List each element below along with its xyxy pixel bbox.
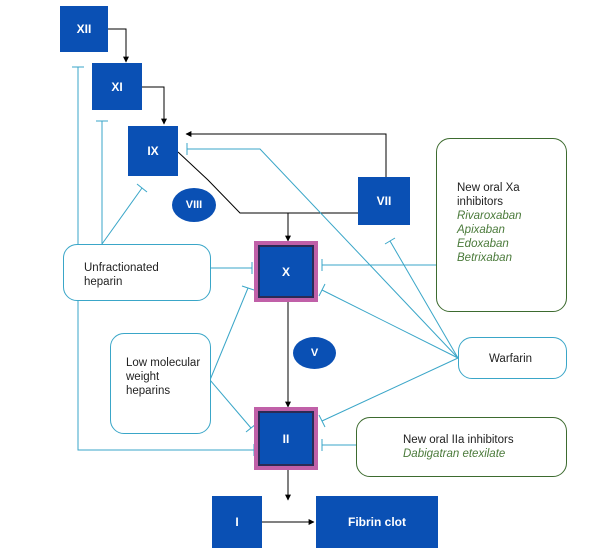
warfarin-vii-tbar (384, 237, 396, 245)
arrow-xii-to-xi (108, 28, 129, 63)
factor-xi-box: XI (92, 63, 142, 110)
lmwh-box: Low molecular weight heparins (110, 333, 211, 434)
drug-betrixaban: Betrixaban (457, 252, 512, 264)
factor-i-box: I (212, 496, 262, 548)
arrow-vii-to-ix (185, 131, 387, 177)
drug-dabigatran: Dabigatran etexilate (403, 448, 506, 460)
cofactor-v-oval: V (293, 337, 336, 369)
ufh-to-ix-line (101, 187, 143, 245)
oral-iia-title: New oral IIa inhibitors (403, 434, 514, 446)
factor-ii-box: II (254, 407, 318, 470)
oral-iia-box: New oral IIa inhibitors Dabigatran etexi… (356, 417, 567, 477)
warfarin-to-x-line (321, 289, 459, 359)
ufh-box: Unfractionated heparin (63, 244, 211, 301)
lmwh-to-ii-line (209, 379, 252, 429)
oral-xa-title: New oral Xa inhibitors (457, 182, 520, 208)
warfarin-to-ii-line (321, 357, 459, 422)
oral-xa-box: New oral Xa inhibitors Rivaroxaban Apixa… (436, 138, 567, 312)
drug-edoxaban: Edoxaban (457, 238, 509, 250)
fibrin-clot-box: Fibrin clot (316, 496, 438, 548)
lmwh-label: Low molecular weight heparins (126, 357, 201, 397)
lmwh-to-x-line (209, 287, 249, 381)
warfarin-label: Warfarin (489, 353, 533, 365)
factor-ix-box: IX (128, 126, 178, 176)
warfarin-to-vii-line (389, 240, 459, 359)
factor-x-box: X (254, 241, 318, 302)
factor-xii-box: XII (60, 6, 108, 52)
warfarin-to-ix-line (187, 148, 459, 359)
cofactor-viii-oval: VIII (172, 188, 216, 222)
drug-rivaroxaban: Rivaroxaban (457, 210, 522, 222)
warfarin-ii-tbar (318, 414, 326, 428)
warfarin-x-tbar (318, 283, 326, 297)
arrow-xi-to-ix (142, 86, 167, 125)
lmwh-x-tbar (241, 285, 255, 291)
line-ix-to-tenase (177, 151, 358, 214)
drug-apixaban: Apixaban (457, 224, 505, 236)
warfarin-box: Warfarin (458, 337, 567, 379)
factor-vii-box: VII (358, 177, 410, 225)
ufh-ix-tbar (136, 183, 148, 193)
ufh-label: Unfractionated heparin (84, 262, 159, 288)
